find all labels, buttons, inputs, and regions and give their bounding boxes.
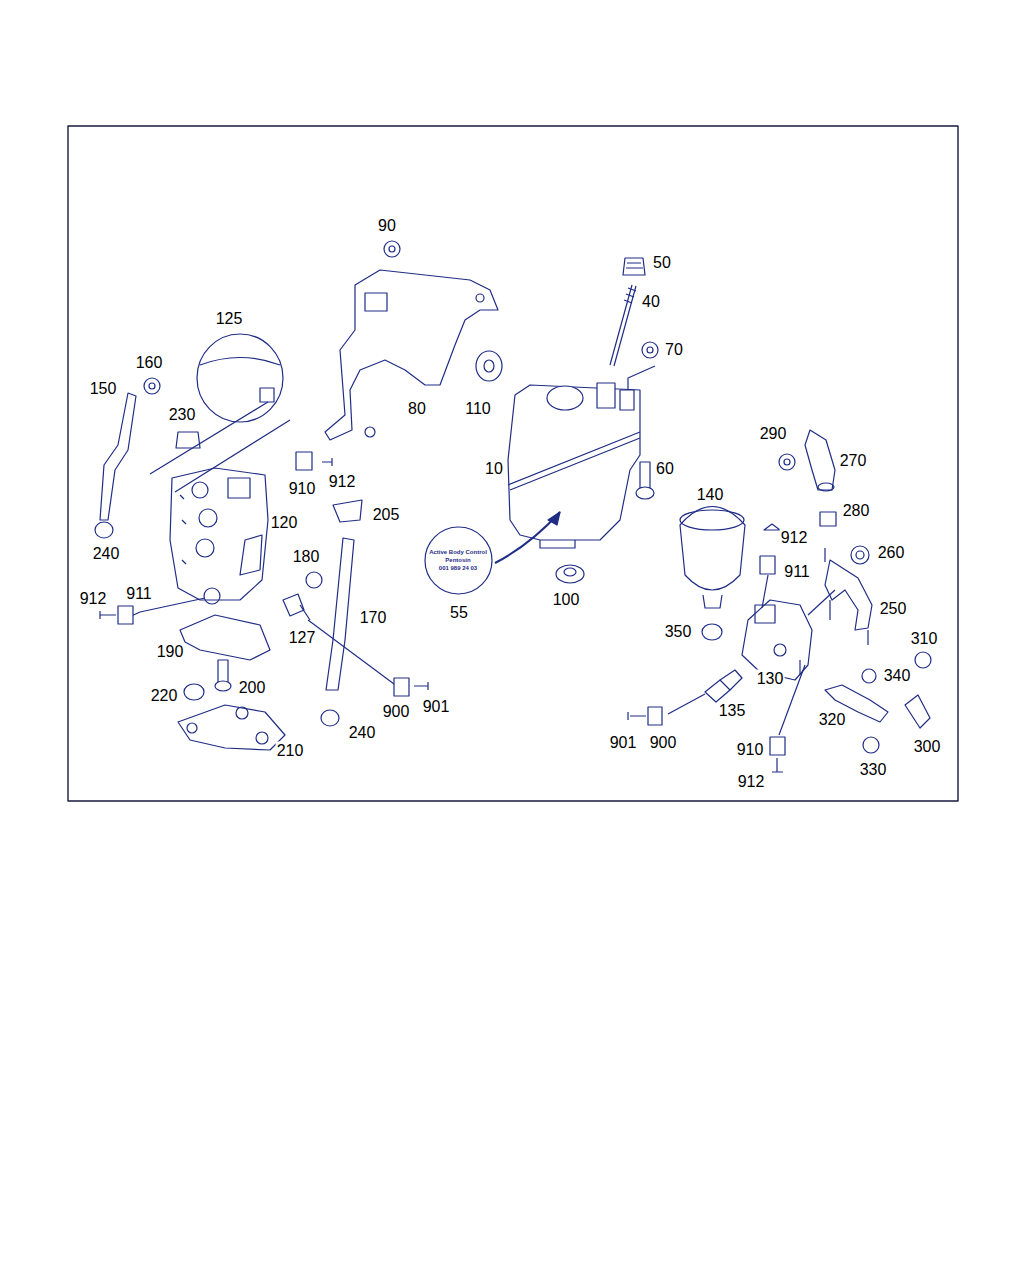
- callout-number: 170: [359, 609, 388, 626]
- callout-number: 290: [759, 425, 788, 442]
- callout-number: 350: [664, 623, 693, 640]
- callout-number: 160: [135, 354, 164, 371]
- callout-number: 912: [328, 473, 357, 490]
- callout-number: 280: [842, 502, 871, 519]
- callout-number: 200: [238, 679, 267, 696]
- callout-number: 260: [877, 544, 906, 561]
- callout-number: 135: [718, 702, 747, 719]
- callout-number: 110: [464, 400, 492, 417]
- callout-number: 10: [484, 460, 504, 477]
- callout-number: 125: [215, 310, 244, 327]
- callout-number: 150: [89, 380, 118, 397]
- callout-number: 190: [156, 643, 185, 660]
- callout-number: 130: [756, 670, 785, 687]
- callout-number: 55: [449, 604, 469, 621]
- callout-number: 320: [818, 711, 847, 728]
- callout-number: 127: [288, 629, 317, 646]
- callout-number: 270: [839, 452, 868, 469]
- callout-number: 910: [288, 480, 317, 497]
- callout-number: 60: [655, 460, 675, 477]
- callout-number: 901: [422, 698, 451, 715]
- callout-number: 90: [377, 217, 397, 234]
- callout-number: 900: [382, 703, 411, 720]
- callout-number: 250: [879, 600, 908, 617]
- callout-number: 240: [92, 545, 121, 562]
- callout-number: 911: [783, 563, 811, 580]
- callout-number: 50: [652, 254, 672, 271]
- callout-number: 912: [780, 529, 809, 546]
- callout-number: 911: [125, 585, 153, 602]
- callout-number: 120: [270, 514, 299, 531]
- callout-number: 912: [79, 590, 108, 607]
- sticker-text: Pentosin: [429, 556, 487, 564]
- callout-number: 912: [737, 773, 766, 790]
- callout-number: 220: [150, 687, 179, 704]
- callout-number: 330: [859, 761, 888, 778]
- callout-number: 900: [649, 734, 678, 751]
- callout-number: 40: [641, 293, 661, 310]
- callout-number: 210: [276, 742, 305, 759]
- callout-number: 205: [372, 506, 401, 523]
- sticker-text: 001 989 24 03: [429, 564, 487, 572]
- callout-number: 180: [292, 548, 321, 565]
- callout-number: 100: [552, 591, 581, 608]
- callout-number: 300: [913, 738, 942, 755]
- callout-number: 910: [736, 741, 765, 758]
- callout-number: 240: [348, 724, 377, 741]
- callout-number: 70: [664, 341, 684, 358]
- callout-number: 340: [883, 667, 912, 684]
- callout-number: 80: [407, 400, 427, 417]
- callout-number: 230: [168, 406, 197, 423]
- sticker-text: Active Body Control: [429, 548, 487, 556]
- callout-number: 140: [696, 486, 725, 503]
- fluid-sticker: Active Body ControlPentosin001 989 24 03: [424, 526, 493, 595]
- callout-number: 310: [910, 630, 939, 647]
- callout-number: 901: [609, 734, 638, 751]
